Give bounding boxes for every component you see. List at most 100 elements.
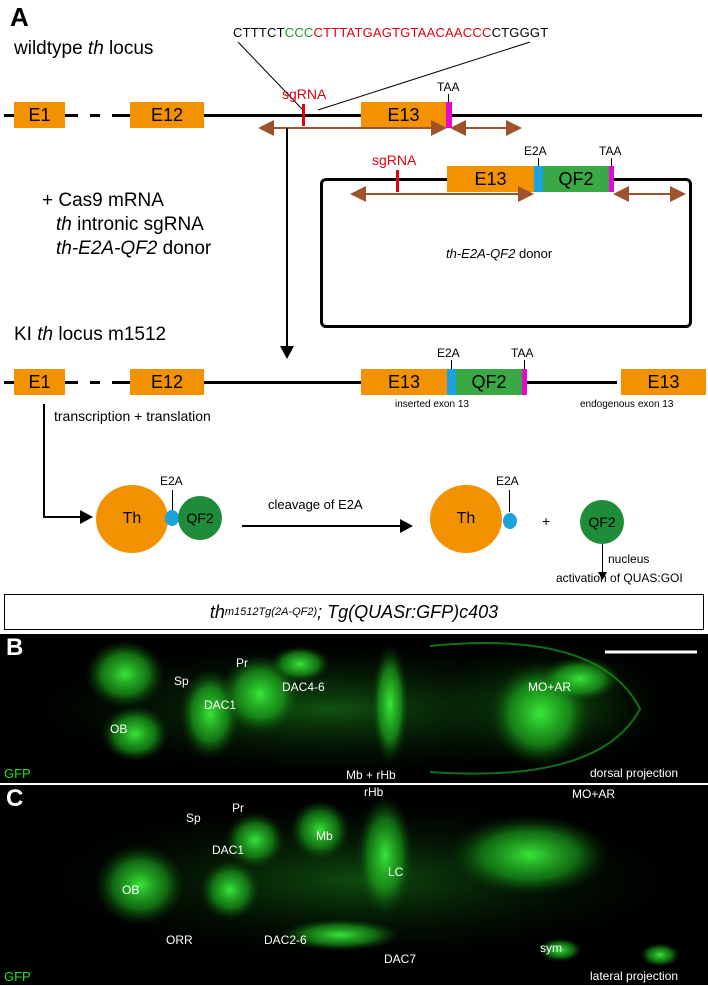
transcription-label: transcription + translation	[54, 408, 211, 424]
e2a-peptide-cleaved	[503, 513, 517, 529]
donor-stop-codon	[609, 166, 614, 192]
seq-flank-left: CTTTCT	[233, 25, 285, 40]
panel-b-gfp-image	[20, 640, 697, 777]
panel-a-letter: A	[10, 2, 29, 32]
ki-exon-e12: E12	[130, 369, 204, 395]
wt-exon-e1: E1	[14, 102, 65, 128]
donor-taa-label: TAA	[599, 144, 622, 158]
injection-donor: th-E2A-QF2 donor	[56, 238, 211, 260]
ki-exon-e1: E1	[14, 369, 65, 395]
donor-taa-tick	[611, 158, 612, 166]
ki-exon-e13-inserted: E13	[361, 369, 447, 395]
ki-e2a	[447, 369, 456, 395]
wildtype-label-gene: th	[87, 38, 104, 59]
donor-label-construct: th-E2A-QF2	[446, 246, 516, 261]
seq-pam: CCC	[284, 25, 314, 40]
ki-exon-e13-endogenous: E13	[621, 369, 706, 395]
b-projection-label: dorsal projection	[590, 766, 679, 780]
b-label-mb-rhb: Mb + rHb	[346, 768, 396, 782]
ki-locus-label: KI th locus m1512	[14, 324, 166, 346]
e2a-peptide	[165, 510, 179, 526]
donor-label-text: donor	[515, 246, 553, 261]
e2a-protein-tick	[172, 490, 173, 510]
cleavage-arrow-shaft	[242, 525, 402, 527]
integration-arrow-shaft	[286, 128, 288, 350]
nucleus-arrow-head	[598, 572, 607, 580]
e2a-protein-label: E2A	[160, 474, 183, 488]
ki-taa-label: TAA	[511, 346, 534, 360]
c-projection-label: lateral projection	[590, 969, 679, 983]
panel-c-micrograph: rHb MO+AR Sp Pr Mb DAC1 LC OB ORR DAC2-6…	[0, 785, 708, 985]
ki-stop-codon	[522, 369, 527, 395]
integration-arrow-head	[280, 346, 294, 359]
donor-label: th-E2A-QF2 donor	[446, 246, 552, 261]
c-label-orr: ORR	[166, 933, 193, 947]
c-label-ob: OB	[122, 883, 140, 897]
injection-sgrna-text: intronic sgRNA	[71, 214, 204, 235]
panel-b-letter: B	[6, 634, 24, 661]
donor-sgrna-site	[396, 170, 399, 192]
injection-donor-construct: th-E2A-QF2	[56, 238, 158, 259]
donor-e2a-tick	[538, 158, 539, 166]
c-label-rhb: rHb	[364, 785, 384, 799]
c-label-moar: MO+AR	[572, 787, 616, 801]
qf2-protein-free: QF2	[580, 500, 624, 544]
wildtype-label-pre: wildtype	[14, 38, 88, 59]
genotype-allele: m1512Tg(2A-QF2)	[224, 606, 318, 618]
wt-sgrna-label: sgRNA	[282, 86, 327, 102]
wt-homology-arms	[258, 120, 522, 136]
c-label-dac1: DAC1	[212, 843, 245, 857]
wt-exon-e12: E12	[130, 102, 204, 128]
panel-b-micrograph: Pr Sp DAC4-6 DAC1 OB MO+AR Mb + rHb GFP …	[0, 634, 708, 783]
panel-c-gfp-image	[30, 795, 690, 967]
nucleus-arrow-shaft	[602, 544, 603, 574]
seq-flank-right: CTGGGT	[491, 25, 549, 40]
c-label-sym: sym	[540, 941, 562, 955]
c-label-dac26: DAC2-6	[264, 933, 307, 947]
ki-qf2: QF2	[456, 369, 522, 395]
c-label-sp: Sp	[186, 811, 201, 825]
donor-homology-arms	[350, 186, 686, 202]
injection-sgrna-gene: th	[56, 214, 72, 235]
ki-taa-tick	[524, 360, 525, 369]
seq-target: CTTTATGAGTGTAACAACCC	[313, 25, 492, 40]
wildtype-locus-label: wildtype th locus	[14, 38, 153, 60]
b-label-moar: MO+AR	[528, 680, 572, 694]
wt-sgrna-cut	[302, 104, 305, 126]
transcription-arrow-shaft	[43, 404, 45, 518]
wildtype-label-post: locus	[103, 38, 154, 59]
ki-e2a-tick	[451, 360, 452, 369]
wt-taa-label: TAA	[437, 80, 460, 94]
ki-label-gene: th	[37, 324, 54, 345]
activation-label: activation of QUAS:GOI	[556, 571, 683, 585]
transcription-arrow-horizontal	[43, 516, 83, 518]
donor-e2a-label: E2A	[524, 144, 547, 158]
c-gfp-label: GFP	[4, 969, 31, 984]
qf2-protein: QF2	[178, 496, 222, 540]
endogenous-exon-label: endogenous exon 13	[580, 399, 674, 410]
b-label-sp: Sp	[174, 674, 189, 688]
b-label-pr: Pr	[236, 656, 248, 670]
donor-sgrna-label: sgRNA	[372, 152, 417, 168]
inserted-exon-label: inserted exon 13	[395, 399, 469, 410]
th-protein-cleaved: Th	[430, 485, 502, 553]
ki-dash-1	[90, 381, 100, 384]
wt-stop-codon	[446, 102, 452, 128]
e2a-cleaved-tick	[509, 490, 510, 512]
wt-dash-1	[90, 114, 100, 117]
genotype-transgene: ; Tg(QUASr:GFP)c403	[317, 601, 499, 622]
b-label-dac1: DAC1	[204, 698, 237, 712]
c-label-pr: Pr	[232, 801, 244, 815]
ki-label-post: locus m1512	[53, 324, 167, 345]
ki-label-pre: KI	[14, 324, 38, 345]
injection-cas9: + Cas9 mRNA	[42, 190, 164, 211]
b-gfp-label: GFP	[4, 766, 31, 781]
th-protein: Th	[96, 485, 168, 553]
donor-qf2: QF2	[543, 166, 609, 192]
transcription-arrow-head	[80, 510, 93, 524]
e2a-cleaved-label: E2A	[496, 474, 519, 488]
genotype-gene: th	[209, 601, 225, 622]
donor-e2a	[534, 166, 543, 192]
cleavage-arrow-head	[400, 519, 413, 533]
plus-sign: +	[542, 513, 551, 529]
